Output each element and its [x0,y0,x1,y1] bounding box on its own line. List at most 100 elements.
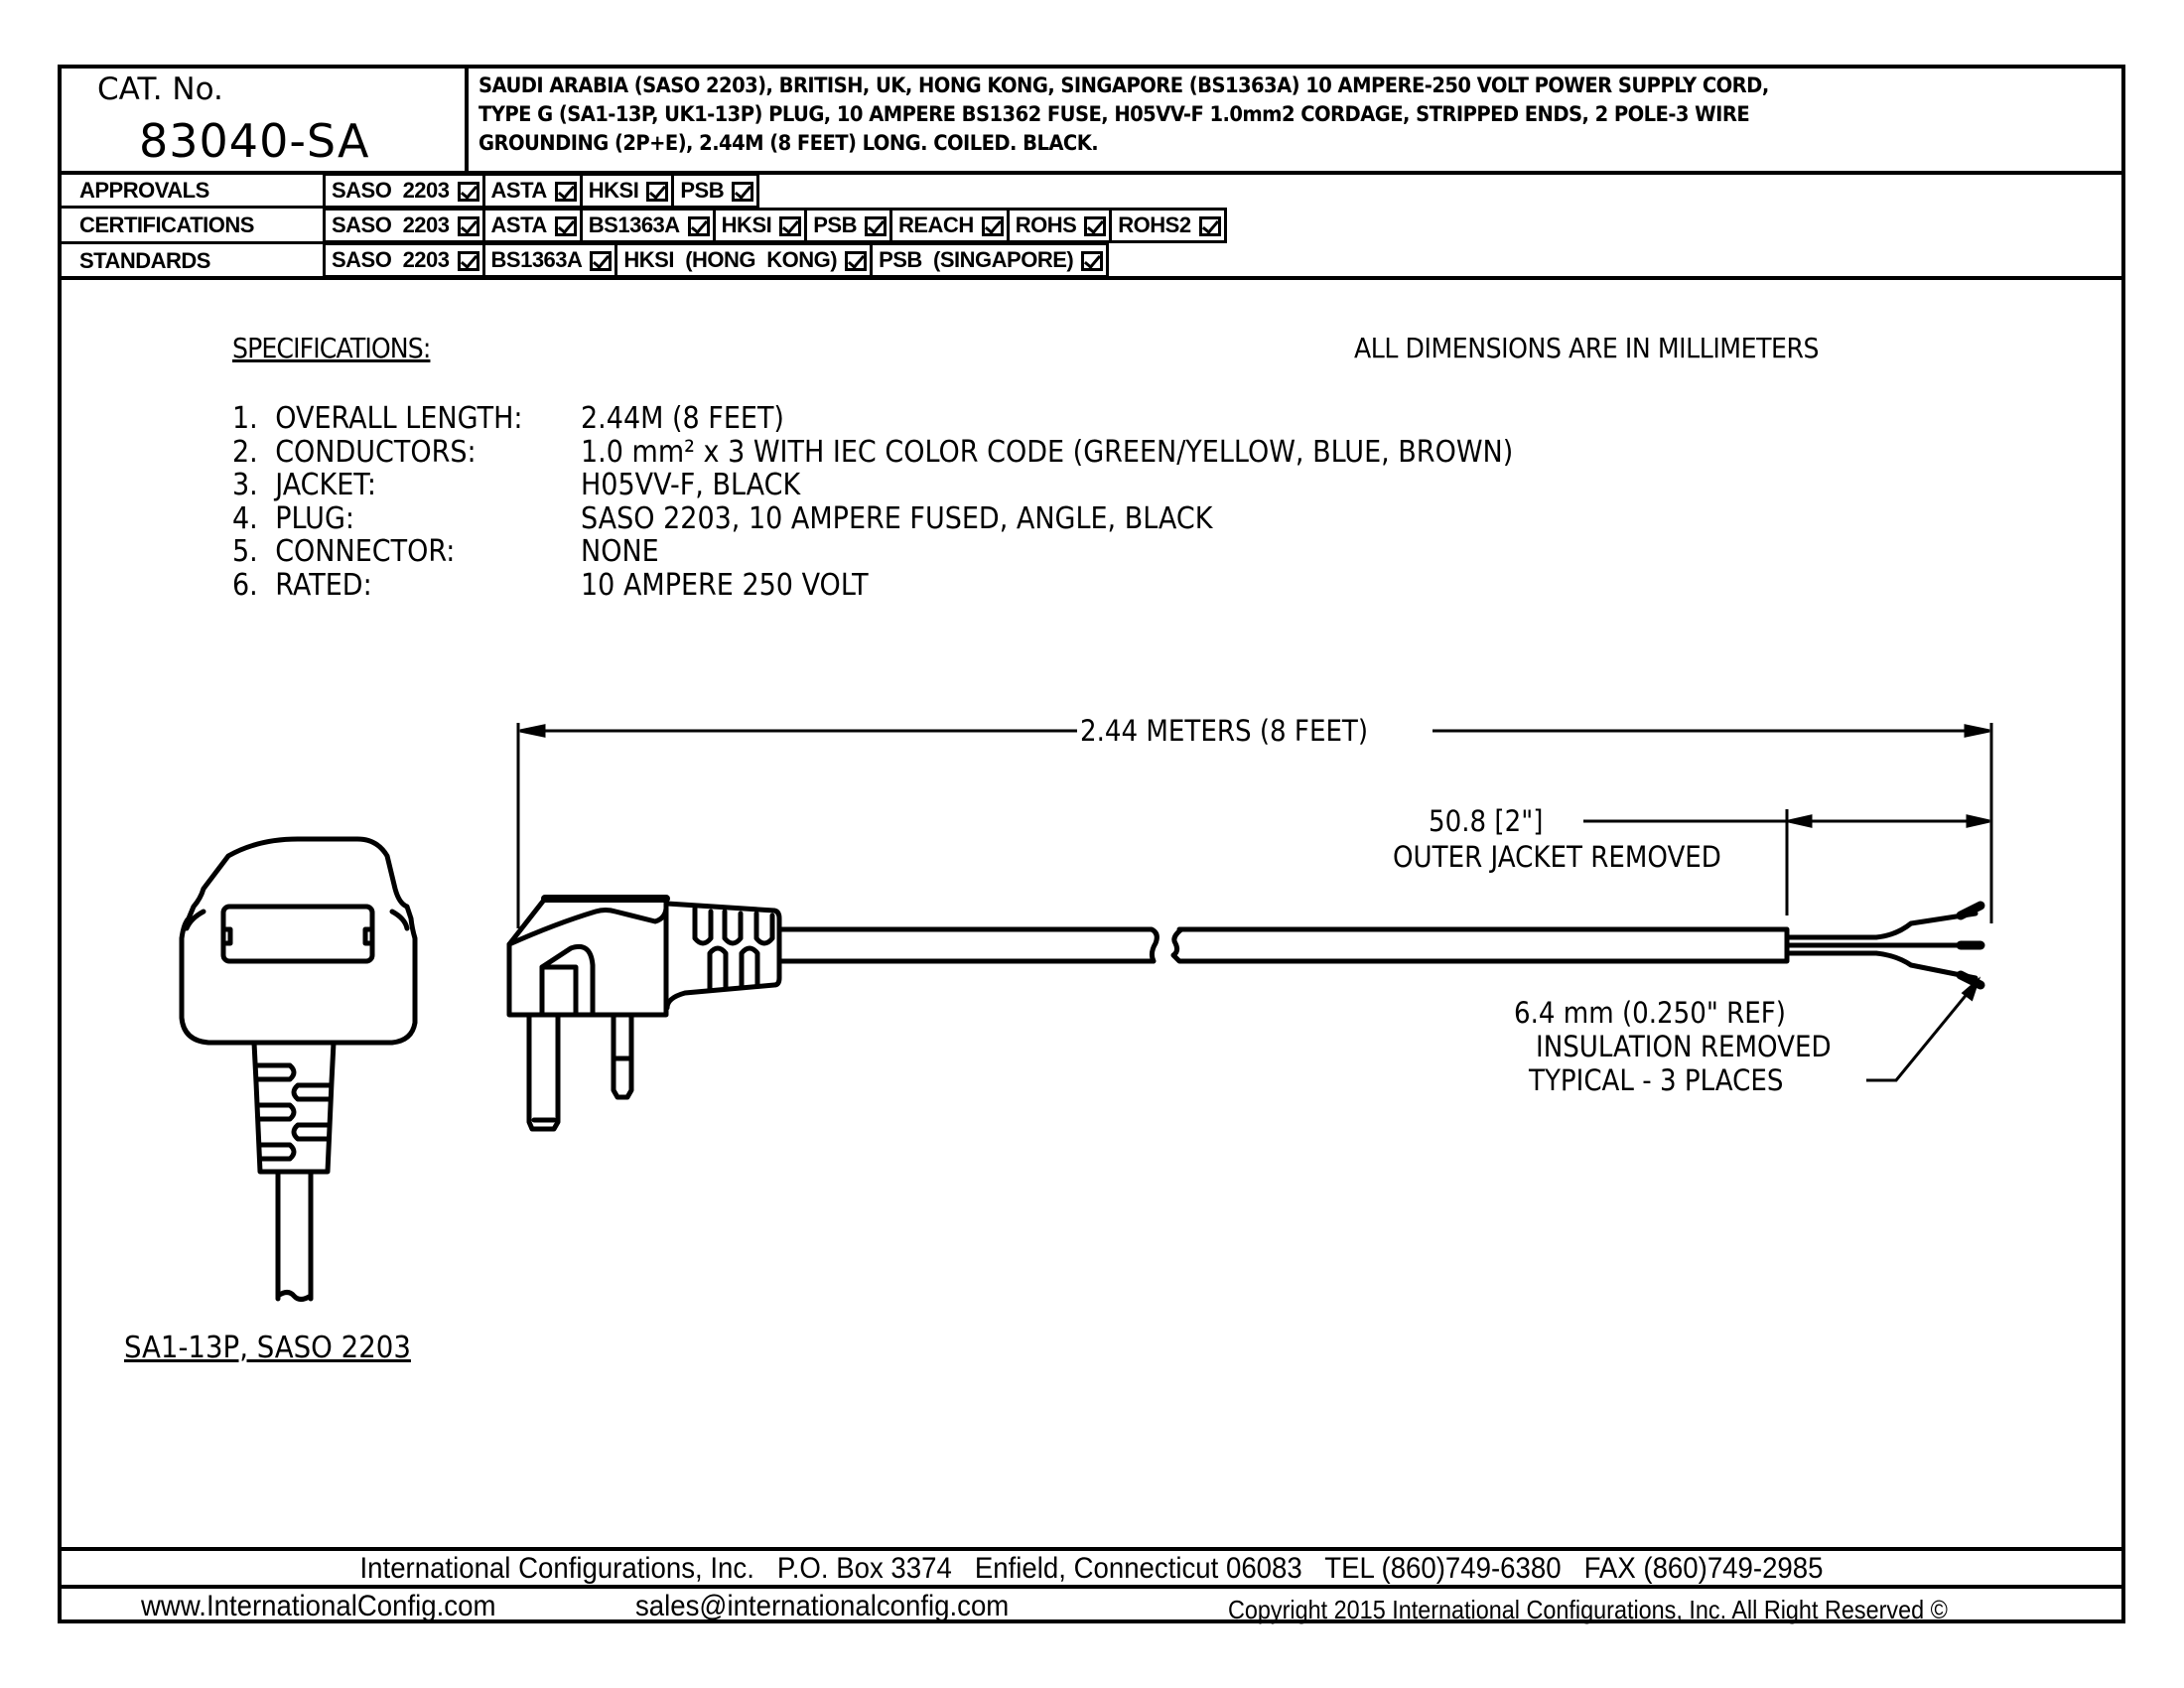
email-link[interactable]: sales@internationalconfig.com [635,1590,1010,1622]
description-line: GROUNDING (2P+E), 2.44M (8 FEET) LONG. C… [478,131,1099,155]
spec-label: JACKET: [275,468,376,502]
header-bottom-rule [58,171,2125,175]
compliance-chip: ASTA [484,208,583,243]
compliance-chip-label: SASO 2203 [332,178,450,203]
spec-value: 1.0 mm² x 3 WITH IEC COLOR CODE (GREEN/Y… [581,434,1514,470]
spec-value: NONE [581,534,659,569]
row-label-approvals: APPROVALS [79,178,209,203]
compliance-chip: PSB [807,208,892,243]
dimension-lines [516,723,1993,1082]
compliance-chip-label: PSB (SINGAPORE) [879,247,1074,272]
checked-box-icon [554,182,577,202]
compliance-chip: ROHS2 [1112,208,1227,243]
row-rule [58,241,326,244]
spec-item: 5. CONNECTOR: NONE [232,535,1513,569]
spec-item: 3. JACKET: H05VV-F, BLACK [232,469,1513,502]
spec-number: 6. [232,567,258,603]
approvals-row: SASO 2203 ASTA HKSI PSB [326,173,760,209]
description-line: SAUDI ARABIA (SASO 2203), BRITISH, UK, H… [478,73,1769,97]
drawing-frame [58,65,2125,1623]
jacket-strip-dimension: 50.8 [2"] [1429,804,1544,838]
compliance-chip-label: HKSI [721,212,772,237]
compliance-chip: PSB [674,173,760,209]
checked-box-icon [554,216,577,236]
spec-item: 2.CONDUCTORS:1.0 mm² x 3 WITH IEC COLOR … [232,434,1514,470]
arrowhead-icon [1788,814,1813,828]
compliance-chip-label: ROHS2 [1118,212,1191,237]
compliance-chip: HKSI [582,173,675,209]
checked-box-icon [845,251,868,271]
spec-item: 6.RATED:10 AMPERE 250 VOLT [232,567,1513,603]
insulation-dimension: 6.4 mm (0.250" REF) [1514,996,1786,1030]
compliance-labels: APPROVALS CERTIFICATIONS STANDARDS [58,173,326,278]
footer-middle-rule [58,1585,2125,1589]
product-description: SAUDI ARABIA (SASO 2203), BRITISH, UK, H… [478,71,2002,158]
checked-box-icon [457,182,479,202]
header-divider [465,65,469,174]
compliance-chip-label: SASO 2203 [332,247,450,272]
spec-label: OVERALL LENGTH: [275,401,523,436]
checked-box-icon [1084,216,1107,236]
compliance-chip-label: ASTA [490,212,548,237]
compliance-chip-label: BS1363A [588,212,680,237]
standards-row: SASO 2203 BS1363A HKSI (HONG KONG) PSB (SIN… [326,242,1110,278]
footer-top-rule [58,1547,2125,1551]
cable-icon [776,901,1985,990]
compliance-chip: SASO 2203 [326,173,485,209]
compliance-chip-label: HKSI (HONG KONG) [623,247,838,272]
company-address: International Configurations, Inc. P.O. … [359,1552,1824,1585]
compliance-chip-label: BS1363A [490,247,583,272]
insulation-note: TYPICAL - 3 PLACES [1529,1063,1784,1097]
website-link[interactable]: www.InternationalConfig.com [141,1590,496,1622]
compliance-chip-label: ROHS [1015,212,1077,237]
spec-number: 3. [232,468,258,502]
spec-value: 2.44M (8 FEET) [581,401,784,436]
checked-box-icon [457,251,479,271]
spec-value: 10 AMPERE 250 VOLT [581,567,869,603]
compliance-chip: BS1363A [484,242,618,278]
row-label-standards: STANDARDS [79,248,210,273]
specifications-list: 1.OVERALL LENGTH:2.44M (8 FEET) 2.CONDUC… [232,402,1513,602]
compliance-chip: PSB (SINGAPORE) [873,242,1110,278]
compliance-chip: ASTA [484,173,583,209]
plug-caption: SA1-13P, SASO 2203 [124,1331,411,1365]
spec-value: SASO 2203, 10 AMPERE FUSED, ANGLE, BLACK [581,500,1213,536]
compliance-chip: HKSI [715,208,808,243]
checked-box-icon [457,216,479,236]
compliance-bottom-rule [58,276,2125,280]
checked-box-icon [687,216,710,236]
label-divider [323,173,326,278]
arrowhead-icon [1966,814,1990,828]
arrowhead-icon [1961,976,1981,1002]
checked-box-icon [779,216,802,236]
checked-box-icon [1198,216,1221,236]
spec-value: H05VV-F, BLACK [581,468,801,502]
compliance-chip-label: ASTA [490,178,548,203]
cat-number: 83040-SA [139,114,370,168]
insulation-label: INSULATION REMOVED [1536,1030,1832,1063]
compliance-chip-label: HKSI [588,178,639,203]
checked-box-icon [981,216,1004,236]
compliance-chip: BS1363A [582,208,716,243]
compliance-chip: HKSI (HONG KONG) [617,242,874,278]
compliance-chip: REACH [891,208,1010,243]
spec-number: 5. [232,534,258,569]
cat-label: CAT. No. [97,71,223,107]
spec-label: CONDUCTORS: [275,434,477,470]
compliance-chip-label: REACH [897,212,974,237]
jacket-strip-label: OUTER JACKET REMOVED [1393,840,1721,874]
description-line: TYPE G (SA1-13P, UK1-13P) PLUG, 10 AMPER… [478,102,1750,126]
spec-item: 1.OVERALL LENGTH:2.44M (8 FEET) [232,402,1513,436]
spec-label: CONNECTOR: [275,534,456,569]
overall-length-dimension: 2.44 METERS (8 FEET) [1080,714,1369,748]
arrowhead-icon [519,724,546,738]
compliance-chip-label: PSB [680,178,725,203]
spec-item: 4.PLUG:SASO 2203, 10 AMPERE FUSED, ANGLE… [232,500,1513,536]
row-rule [58,206,326,209]
checked-box-icon [1081,251,1104,271]
compliance-chip-label: PSB [813,212,857,237]
plug-side-view-icon [506,895,782,1132]
checked-box-icon [646,182,669,202]
